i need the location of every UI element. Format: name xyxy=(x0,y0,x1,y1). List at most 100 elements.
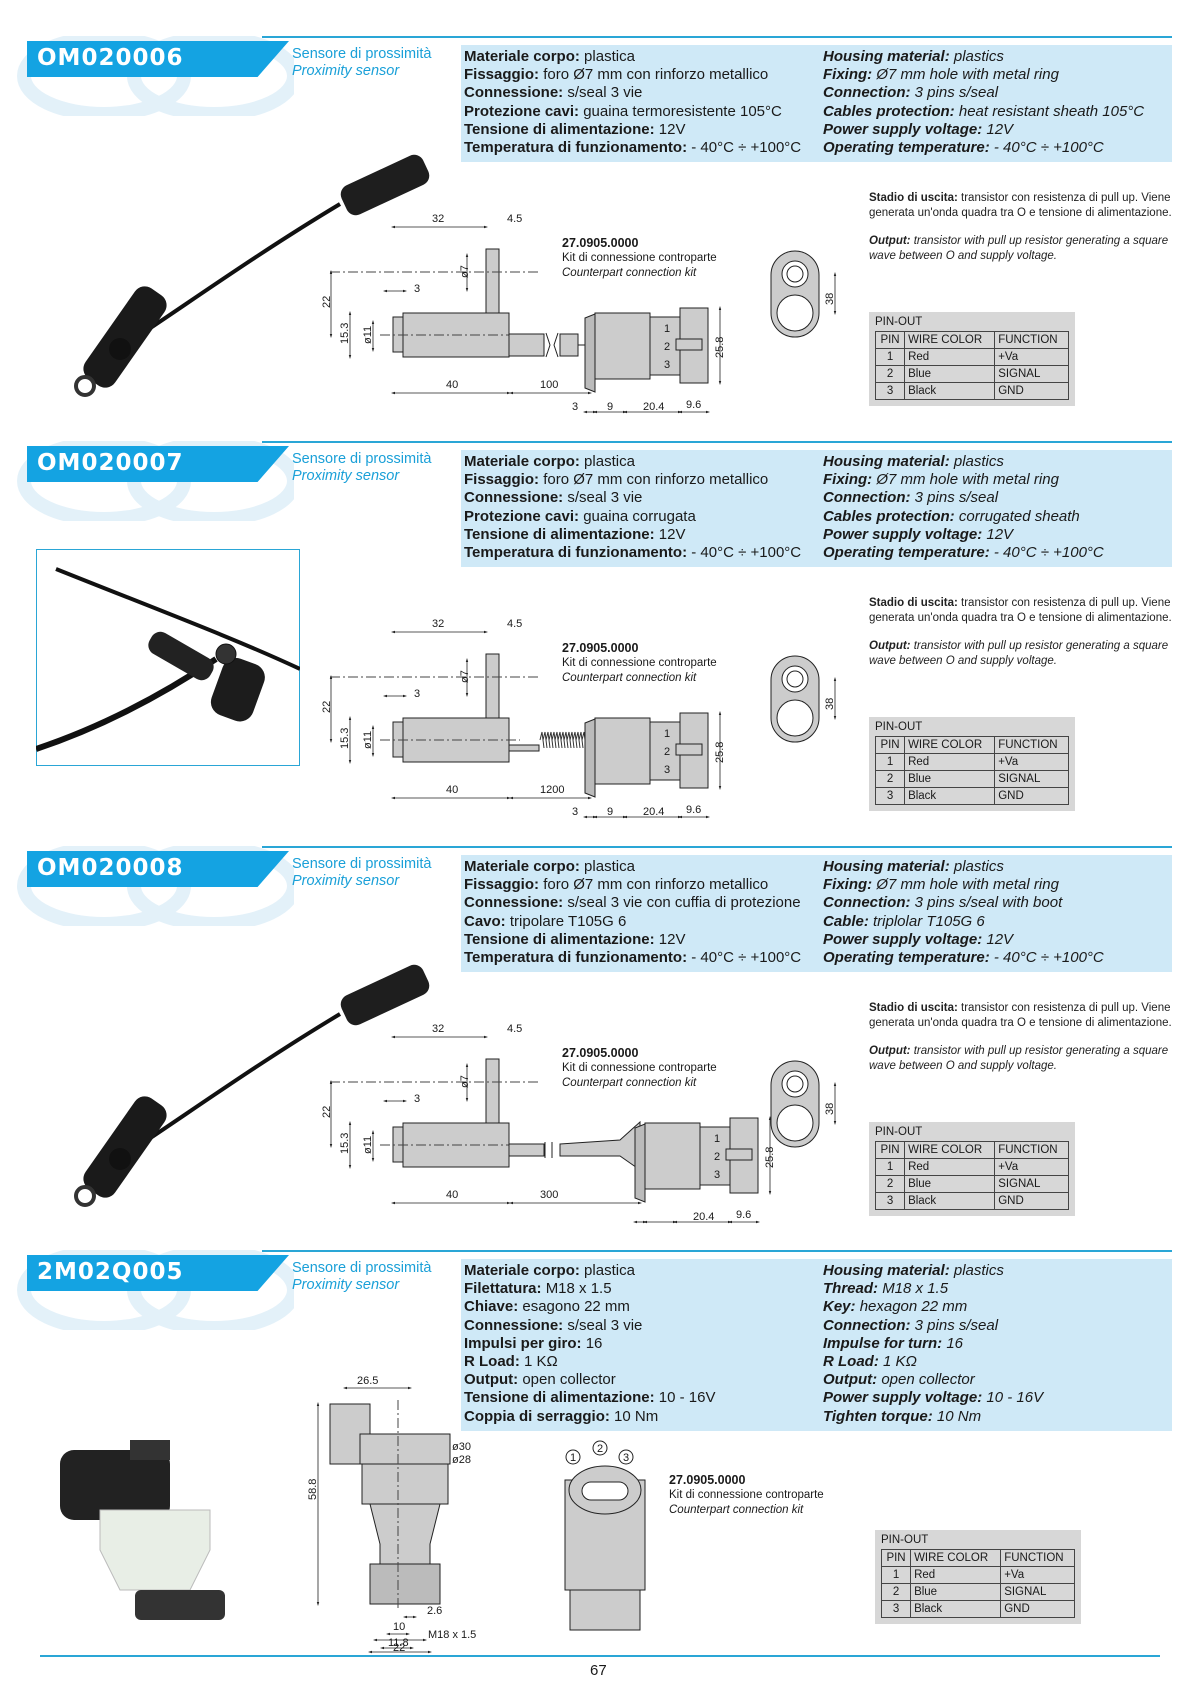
mounting-tab xyxy=(485,1058,500,1124)
connector xyxy=(594,717,651,785)
spec-value: - 40°C ÷ +100°C xyxy=(993,544,1104,562)
spec-label: R Load: xyxy=(464,1353,520,1371)
spec-value: 10 Nm xyxy=(614,1407,659,1425)
pinout-cell: Blue xyxy=(910,1583,1002,1601)
pinout-header: WIRE COLOR xyxy=(904,331,996,349)
spec-row: Cable: triplolar T105G 6 xyxy=(823,913,1104,931)
dimension-label: 1200 xyxy=(540,784,564,796)
dimension-label: 26.5 xyxy=(357,1375,378,1387)
spec-row: Coppia di serraggio: 10 Nm xyxy=(464,1408,715,1426)
output-description: Stadio di uscita: transistor con resiste… xyxy=(869,1001,1179,1073)
spec-row: Filettatura: M18 x 1.5 xyxy=(464,1280,715,1298)
protective-boot xyxy=(559,1120,641,1171)
product-photo xyxy=(74,154,430,397)
spec-value: plastics xyxy=(953,48,1004,65)
dimension-label: 100 xyxy=(540,379,558,391)
spec-row: Operating temperature: - 40°C ÷ +100°C xyxy=(823,139,1144,157)
spec-value: 1 KΩ xyxy=(524,1353,558,1371)
dimension-label: 3 xyxy=(714,1169,720,1181)
spec-row: Cables protection: heat resistant sheath… xyxy=(823,103,1144,121)
spec-label: Connection: xyxy=(823,1316,911,1334)
product-photo xyxy=(60,1440,225,1620)
spec-row: Fissaggio: foro Ø7 mm con rinforzo metal… xyxy=(464,876,801,894)
spec-row: R Load: 1 KΩ xyxy=(823,1353,1043,1371)
spec-value: corrugated sheath xyxy=(958,507,1080,525)
pinout-cell: 2 xyxy=(880,1583,912,1601)
spec-value: - 40°C ÷ +100°C xyxy=(993,139,1104,157)
spec-row: Connessione: s/seal 3 vie con cuffia di … xyxy=(464,894,801,912)
spec-value: 12V xyxy=(986,120,1014,138)
pinout-title: PIN-OUT xyxy=(881,1534,929,1546)
dimension-label: 58.8 xyxy=(307,1479,319,1500)
pinout-title: PIN-OUT xyxy=(875,721,923,733)
dimension-label: 22 xyxy=(321,701,333,713)
spec-label: Fissaggio: xyxy=(464,876,540,894)
spec-label: Power supply voltage: xyxy=(823,930,983,948)
dimension-label: 20.4 xyxy=(693,1211,714,1223)
spec-row: Fixing: Ø7 mm hole with metal ring xyxy=(823,876,1104,894)
spec-label: Materiale corpo: xyxy=(464,453,580,470)
spec-label: Protezione cavi: xyxy=(464,102,580,120)
dimension-label: 15.3 xyxy=(339,728,351,749)
spec-value: guaina termoresistente 105°C xyxy=(583,102,782,120)
spec-value: 12V xyxy=(658,120,686,138)
spec-label: Coppia di serraggio: xyxy=(464,1407,610,1425)
spec-row: Impulse for turn: 16 xyxy=(823,1335,1043,1353)
dimension-label: 2 xyxy=(714,1151,720,1163)
spec-value: Ø7 mm hole with metal ring xyxy=(876,471,1059,489)
kit-text-it: Kit di connessione controparte xyxy=(562,1062,717,1074)
spec-value: s/seal 3 vie xyxy=(567,1316,643,1334)
spec-label: Fixing: xyxy=(823,471,873,489)
dimension-label: 32 xyxy=(432,213,444,225)
product-code: OM020007 xyxy=(27,446,289,482)
spec-row: Connessione: s/seal 3 vie xyxy=(464,1317,715,1335)
spec-label: Output: xyxy=(823,1371,878,1389)
spec-label: Temperatura di funzionamento: xyxy=(464,139,688,157)
output-text-it: transistor con resistenza di pull up. Vi… xyxy=(869,597,1172,624)
subtitle-it: Sensore di prossimità xyxy=(292,46,432,62)
pinout-cell: GND xyxy=(1000,1600,1075,1618)
pinout-cell: GND xyxy=(994,1192,1069,1210)
spec-label: Impulse for turn: xyxy=(823,1334,943,1352)
spec-value: esagono 22 mm xyxy=(522,1298,630,1316)
kit-code: 27.0905.0000 xyxy=(562,1046,639,1060)
section-divider xyxy=(262,441,1172,443)
spec-row: Temperatura di funzionamento: - 40°C ÷ +… xyxy=(464,139,801,157)
dimension-label: 25.8 xyxy=(714,337,726,358)
pinout-cell: GND xyxy=(994,787,1069,805)
output-text-it: transistor con resistenza di pull up. Vi… xyxy=(869,192,1172,219)
spec-row: Connection: 3 pins s/seal xyxy=(823,84,1144,102)
subtitle-en: Proximity sensor xyxy=(292,63,400,79)
output-text-en: transistor with pull up resistor generat… xyxy=(869,640,1169,667)
pinout-header: FUNCTION xyxy=(994,1141,1069,1159)
spec-value: s/seal 3 vie xyxy=(567,84,643,102)
dimension-label: 9.6 xyxy=(736,1209,751,1221)
dimension-label: 9.6 xyxy=(686,399,701,411)
pinout-header: PIN xyxy=(874,736,906,754)
dimension-label: 15.3 xyxy=(339,1133,351,1154)
spec-label: Power supply voltage: xyxy=(823,1389,983,1407)
spec-label: Operating temperature: xyxy=(823,544,990,562)
dimension-label: 2.6 xyxy=(427,1605,442,1617)
spec-label: Power supply voltage: xyxy=(823,120,983,138)
spec-value: plastica xyxy=(584,48,635,65)
dimension-label: 25.8 xyxy=(764,1147,776,1168)
